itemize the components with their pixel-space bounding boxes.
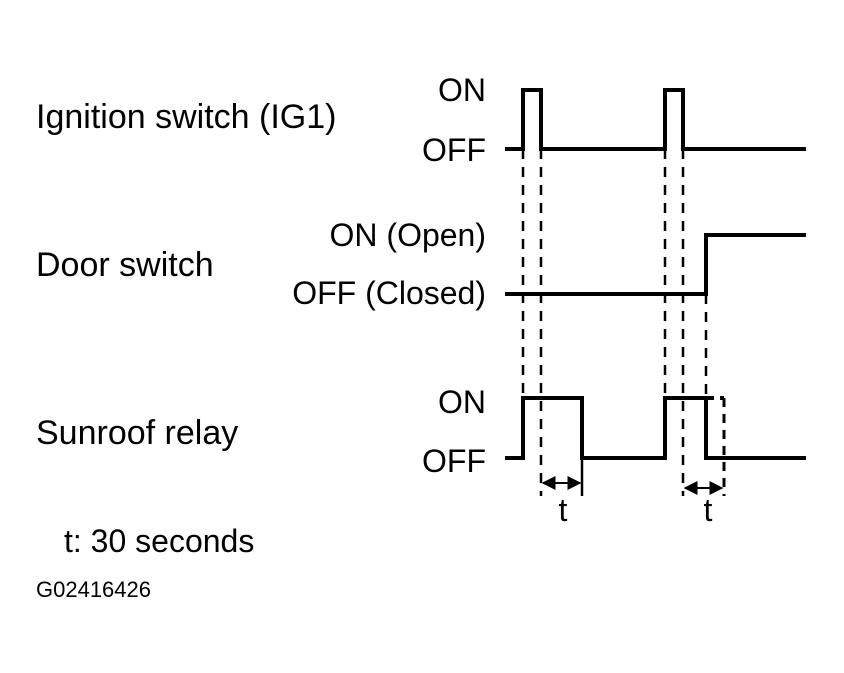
ignition-on-label: ON — [438, 72, 486, 108]
interval-label-1: t — [559, 492, 568, 528]
ignition-switch-label: Ignition switch (IG1) — [36, 98, 336, 136]
door-on-label: ON (Open) — [330, 217, 486, 253]
figure-code: G02416426 — [36, 577, 151, 602]
interval-note: t: 30 seconds — [64, 523, 254, 559]
door-switch-label: Door switch — [36, 246, 214, 284]
relay-waveform — [505, 396, 806, 460]
relay-off-label: OFF — [422, 443, 486, 479]
relay-on-label: ON — [438, 384, 486, 420]
interval-label-2: t — [704, 492, 713, 528]
sunroof-relay-label: Sunroof relay — [36, 414, 238, 452]
door-off-label: OFF (Closed) — [292, 275, 486, 311]
ignition-waveform — [505, 88, 806, 151]
ignition-off-label: OFF — [422, 132, 486, 168]
door-waveform — [505, 233, 806, 296]
